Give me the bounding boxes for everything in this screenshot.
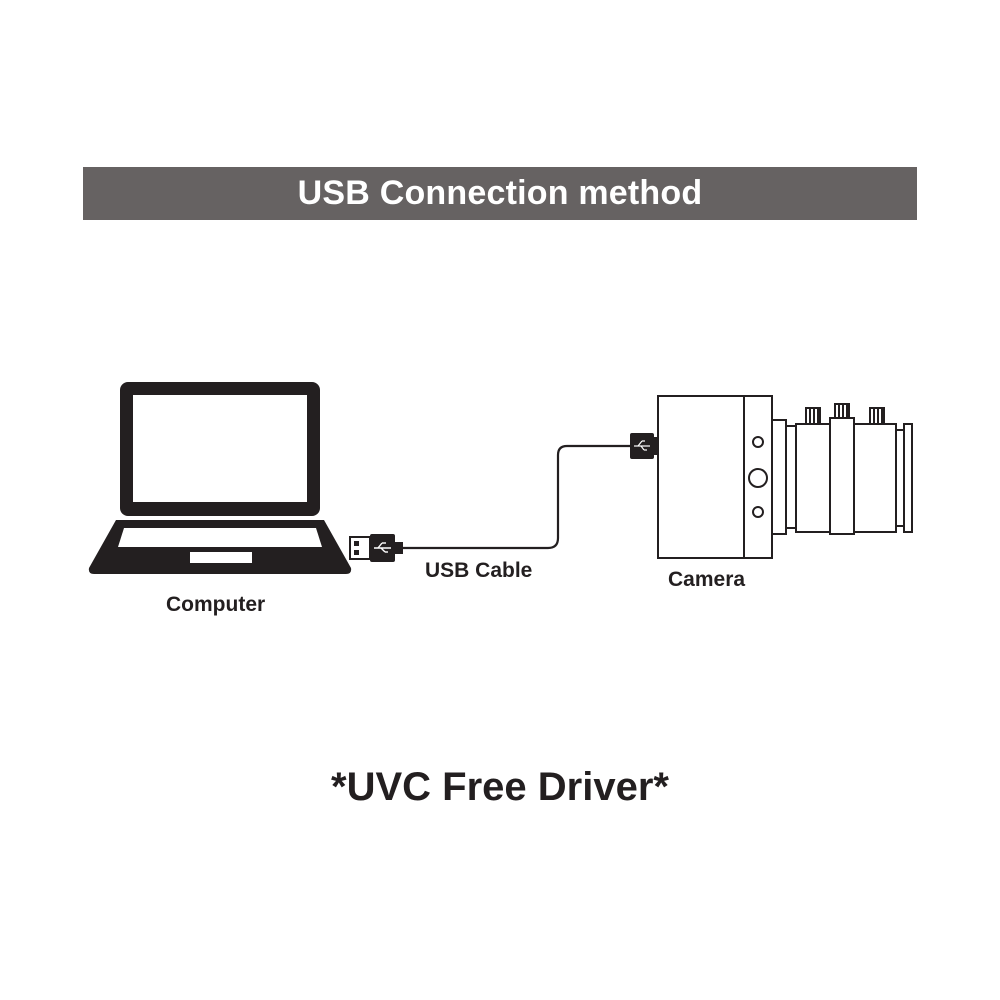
lens-icon bbox=[795, 403, 913, 535]
usb-plug-icon bbox=[349, 534, 403, 562]
title-bar: USB Connection method bbox=[83, 167, 917, 220]
laptop-icon bbox=[88, 382, 352, 574]
usb-symbol-icon bbox=[374, 542, 391, 553]
computer-label: Computer bbox=[166, 593, 266, 616]
camera-icon bbox=[657, 395, 797, 559]
page-title: USB Connection method bbox=[297, 174, 703, 212]
usb-plug-camera-icon bbox=[630, 433, 658, 459]
usb-cable-label: USB Cable bbox=[425, 559, 533, 582]
footer-note: *UVC Free Driver* bbox=[331, 765, 669, 809]
usb-cable bbox=[403, 444, 632, 550]
camera-label: Camera bbox=[668, 568, 746, 591]
